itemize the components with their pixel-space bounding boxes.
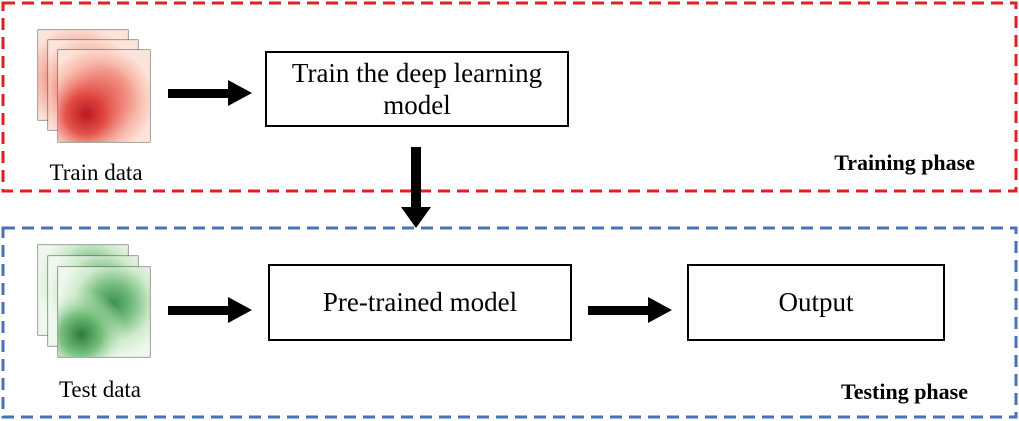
output-box xyxy=(687,264,945,341)
training-phase-border xyxy=(1,1,1018,193)
train-model-box xyxy=(265,51,569,127)
train-model-box-line1: Train the deep learning xyxy=(292,58,542,88)
testing-phase-region: Test data Pre-trained model Output Testi… xyxy=(1,226,1018,419)
train-data-caption: Train data xyxy=(49,160,142,185)
arrow-test-data-to-pretrained xyxy=(168,297,252,323)
pretrained-model-label: Pre-trained model xyxy=(323,287,517,317)
arrow-pretrained-to-output xyxy=(588,297,672,323)
test-data-caption: Test data xyxy=(59,377,141,402)
training-phase-region: Train data Train the deep learning model… xyxy=(1,1,1018,193)
test-data-heatmap-stack xyxy=(37,244,151,358)
pretrained-model-box xyxy=(268,264,572,341)
training-phase-label: Training phase xyxy=(834,150,975,175)
arrow-train-data-to-box xyxy=(168,80,252,106)
testing-phase-border xyxy=(1,226,1018,419)
output-label: Output xyxy=(778,287,854,317)
train-data-heatmap-stack xyxy=(37,29,151,143)
arrow-train-to-pretrained xyxy=(401,147,431,228)
testing-phase-label: Testing phase xyxy=(841,379,968,404)
train-model-box-line2: model xyxy=(383,90,451,120)
